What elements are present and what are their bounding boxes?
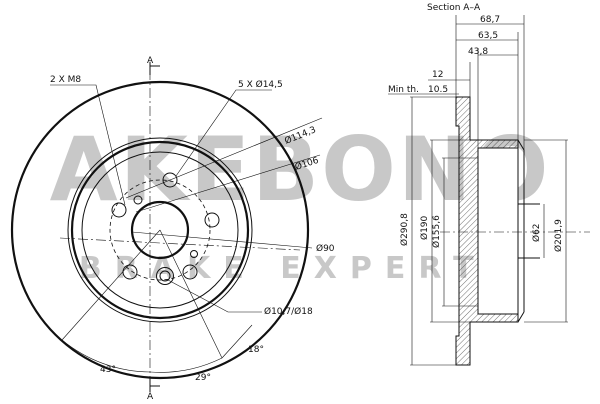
dim-438: 43,8 <box>468 47 488 57</box>
bolt-hole <box>122 264 138 280</box>
threaded-hole <box>133 195 143 205</box>
leader-pcd <box>125 117 323 199</box>
dim-2908: Ø290,8 <box>399 213 410 246</box>
hat-chamfer-bottom <box>517 311 525 323</box>
locating-hole-counterbore <box>156 267 174 285</box>
angle-arc-43 <box>61 339 151 373</box>
dim-635: 63,5 <box>478 31 498 41</box>
leader-inner <box>131 231 313 249</box>
front-view: A A 2 X M8 5 X Ø14,5 Ø114,3 Ø106 Ø90 Ø10… <box>10 56 335 402</box>
section-marker-top: A <box>147 56 154 66</box>
section-title: Section A–A <box>427 3 481 13</box>
angle-arc-29 <box>149 357 223 373</box>
locating-hole <box>159 270 171 282</box>
label-angle-29: 29° <box>195 373 211 383</box>
dim-62: Ø62 <box>531 223 542 242</box>
dim-12: 12 <box>432 70 443 80</box>
label-bolt-holes: 5 X Ø14,5 <box>238 79 283 90</box>
center-bore <box>130 200 190 260</box>
hat-outer-edge <box>70 140 250 320</box>
dim-190: Ø190 <box>419 215 430 240</box>
hat-cavity <box>477 147 519 315</box>
label-thread-holes: 2 X M8 <box>50 75 81 85</box>
angle-leg-18 <box>221 324 253 359</box>
bolt-hole <box>182 264 198 280</box>
bolt-hole <box>111 202 127 218</box>
disc-outer-edge <box>10 80 310 380</box>
angle-ray-left <box>61 229 161 341</box>
label-inner: Ø90 <box>316 243 335 254</box>
dim-1556: Ø155,6 <box>431 215 442 248</box>
friction-ring-inner <box>67 137 253 323</box>
leader-center-holes <box>167 279 262 313</box>
section-view: Section A–A 68,7 63,5 43,8 12 Min th. 10… <box>388 3 590 366</box>
label-angle-43: 43° <box>100 365 116 375</box>
leader-thread-holes <box>50 84 126 206</box>
section-marker-bottom: A <box>147 392 154 400</box>
label-center-holes: Ø10,7/Ø18 <box>264 306 313 317</box>
hat-step <box>81 151 239 309</box>
angle-ray-right <box>159 229 223 359</box>
hat-chamfer-top <box>517 139 525 151</box>
dim-2019: Ø201,9 <box>553 219 564 252</box>
bolt-hole <box>204 212 220 228</box>
threaded-hole <box>190 250 198 258</box>
min-th-value: 10.5 <box>428 85 448 95</box>
min-th-label: Min th. <box>388 85 419 95</box>
horizontal-centerline <box>59 237 301 251</box>
threaded-holes <box>133 195 198 285</box>
bolt-holes <box>111 172 220 280</box>
leader-hub-bore <box>135 154 321 213</box>
label-angle-18: 18° <box>248 345 264 355</box>
pcd-circle <box>109 179 211 281</box>
dim-687: 68,7 <box>480 15 500 25</box>
bolt-hole <box>162 172 178 188</box>
leader-bolt-holes <box>175 89 272 177</box>
